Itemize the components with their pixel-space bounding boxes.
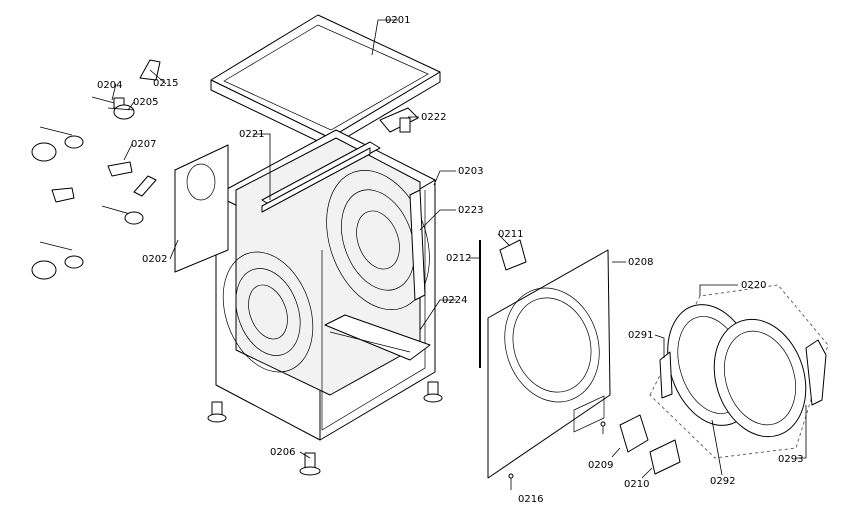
- part-0209-lock: [619, 414, 649, 453]
- callout-0204: 0204: [97, 80, 122, 91]
- callout-0291: 0291: [628, 330, 653, 341]
- callout-0203: 0203: [458, 166, 483, 177]
- foot: [207, 401, 227, 423]
- foot-0206: [299, 452, 321, 476]
- part-0201-top-lid: [210, 14, 441, 148]
- callout-0206: 0206: [270, 447, 295, 458]
- callout-0222: 0222: [421, 112, 446, 123]
- callout-0205: 0205: [133, 97, 158, 108]
- callout-0210: 0210: [624, 479, 649, 490]
- callout-0202: 0202: [142, 254, 167, 265]
- part-0211-module: [499, 239, 527, 271]
- callout-0211: 0211: [498, 229, 523, 240]
- cabinet-body: [207, 129, 443, 476]
- callout-0220: 0220: [741, 280, 766, 291]
- callout-0224: 0224: [442, 295, 467, 306]
- part-0208-front-panel: [487, 249, 611, 479]
- callout-0209: 0209: [588, 460, 613, 471]
- callout-0208: 0208: [628, 257, 653, 268]
- part-0216-screw: [508, 473, 514, 486]
- callout-0293: 0293: [778, 454, 803, 465]
- callout-0207: 0207: [131, 139, 156, 150]
- part-0202-rear-panel: [174, 144, 229, 273]
- callout-0215: 0215: [153, 78, 178, 89]
- part-0210-cover: [649, 439, 681, 475]
- leader-lines: [111, 19, 807, 490]
- part-0220-door-assembly: [649, 284, 829, 459]
- part-0222-bracket: [379, 107, 419, 133]
- callout-0201: 0201: [385, 15, 410, 26]
- callout-0221: 0221: [239, 129, 264, 140]
- damper-set: [31, 126, 157, 280]
- callout-0292: 0292: [710, 476, 735, 487]
- callout-0212: 0212: [446, 253, 471, 264]
- callout-labels: 0201 0215 0204 0205 0207 0221 0222 0203 …: [97, 15, 803, 505]
- callout-0223: 0223: [458, 205, 483, 216]
- callout-0216: 0216: [518, 494, 543, 505]
- screw: [600, 421, 606, 434]
- foot: [423, 381, 443, 403]
